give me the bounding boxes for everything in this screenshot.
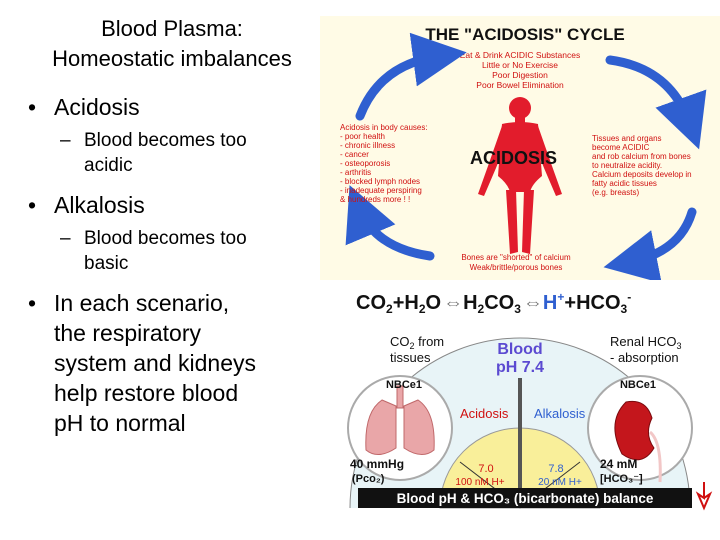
svg-text:Weak/brittle/porous bones: Weak/brittle/porous bones — [470, 263, 563, 272]
svg-text:and rob calcium from bones: and rob calcium from bones — [592, 152, 691, 161]
svg-text:Eat & Drink ACIDIC Substances: Eat & Drink ACIDIC Substances — [460, 50, 580, 60]
svg-text:Poor Digestion: Poor Digestion — [492, 70, 548, 80]
bullet-dot-icon: • — [28, 290, 37, 316]
tissues-label: tissues — [390, 350, 431, 365]
acidosis-center-label: ACIDOSIS — [470, 148, 557, 168]
cycle-arrow-icon — [355, 32, 467, 121]
svg-text:- osteoporosis: - osteoporosis — [340, 159, 390, 168]
bullet-alkalosis: •Alkalosis — [28, 192, 145, 218]
blood-ph-value: pH 7.4 — [496, 359, 544, 376]
balance-banner: Blood pH & HCO₃ (bicarbonate) balance — [397, 491, 654, 506]
acidosis-cycle-figure: THE "ACIDOSIS" CYCLE Eat & Drink ACIDIC … — [320, 16, 720, 280]
cycle-arrow-icon — [605, 55, 707, 150]
co2-from-label: CO2 from — [390, 334, 444, 351]
alk-h-value: 20 nM H+ — [538, 477, 582, 488]
svg-text:Little or No Exercise: Little or No Exercise — [482, 60, 558, 70]
svg-text:Poor Bowel Elimination: Poor Bowel Elimination — [476, 80, 564, 90]
alk-ph-value: 7.8 — [548, 463, 563, 475]
acid-h-value: 100 nM H+ — [455, 477, 504, 488]
svg-text:to neutralize acidity.: to neutralize acidity. — [592, 161, 662, 170]
renal-label: Renal HCO3 — [610, 334, 681, 351]
svg-text:become ACIDIC: become ACIDIC — [592, 143, 650, 152]
slide-title-line1: Blood Plasma: — [101, 16, 243, 41]
equation-text: CO2+H2O⇔H2CO3⇔H++HCO3- — [356, 290, 631, 316]
alkalosis-label: Alkalosis — [534, 406, 586, 421]
balance-banner-bg — [358, 488, 692, 508]
acidosis-label: Acidosis — [460, 406, 509, 421]
ph-needle — [518, 378, 522, 508]
lungs-icon — [365, 385, 435, 455]
cycle-right-effects: Tissues and organs become ACIDIC and rob… — [592, 134, 692, 197]
drain-arrow-icon — [695, 482, 713, 511]
svg-text:& hundreds more ! !: & hundreds more ! ! — [340, 195, 410, 204]
svg-text:- arthritis: - arthritis — [340, 168, 371, 177]
dash-icon: – — [60, 228, 71, 249]
bullet-dot-icon: • — [28, 94, 37, 120]
svg-text:Tissues and organs: Tissues and organs — [592, 134, 662, 143]
svg-text:Calcium deposits develop in: Calcium deposits develop in — [592, 170, 692, 179]
pco2-value: 40 mmHg — [350, 457, 404, 471]
cycle-arrow-icon — [345, 185, 435, 261]
human-body-icon — [478, 97, 562, 254]
svg-text:- chronic illness: - chronic illness — [340, 141, 395, 150]
cycle-title: THE "ACIDOSIS" CYCLE — [425, 25, 624, 44]
dash-icon: – — [60, 130, 71, 151]
cycle-left-effects: Acidosis in body causes: - poor health -… — [340, 123, 428, 204]
slide-title: Blood Plasma: Homeostatic imbalances — [22, 14, 322, 74]
acid-ph-value: 7.0 — [478, 463, 493, 475]
svg-text:fatty acidic tissues: fatty acidic tissues — [592, 179, 657, 188]
svg-text:Bones are "shorted" of calcium: Bones are "shorted" of calcium — [461, 253, 571, 262]
svg-text:- cancer: - cancer — [340, 150, 369, 159]
cycle-arrow-icon — [603, 207, 697, 280]
ph-balance-svg: CO2+H2O⇔H2CO3⇔H++HCO3- CO2 from tissues … — [347, 290, 713, 511]
nbce-left-label: NBCe1 — [386, 379, 422, 391]
svg-text:- inadequate perspiring: - inadequate perspiring — [340, 186, 422, 195]
ph-balance-figure: CO2+H2O⇔H2CO3⇔H++HCO3- CO2 from tissues … — [320, 282, 720, 540]
hco3-value: 24 mM — [600, 457, 637, 471]
svg-text:(e.g. breasts): (e.g. breasts) — [592, 188, 639, 197]
pco2-param: (Pco₂) — [352, 473, 385, 485]
bullet-scenario: • In each scenario, the respiratory syst… — [28, 290, 256, 436]
cycle-bottom-effects: Bones are "shorted" of calcium Weak/brit… — [461, 253, 571, 272]
svg-text:- blocked lymph nodes: - blocked lymph nodes — [340, 177, 420, 186]
svg-text:Acidosis in body causes:: Acidosis in body causes: — [340, 123, 428, 132]
bullet-acidosis: •Acidosis — [28, 94, 140, 120]
bullet-dot-icon: • — [28, 192, 37, 218]
absorption-label: - absorption — [610, 350, 679, 365]
nbce-right-label: NBCe1 — [620, 379, 656, 391]
acidosis-cycle-svg: THE "ACIDOSIS" CYCLE Eat & Drink ACIDIC … — [340, 25, 707, 280]
blood-label: Blood — [497, 341, 542, 358]
slide-title-line2: Homeostatic imbalances — [52, 46, 292, 71]
svg-text:- poor health: - poor health — [340, 132, 385, 141]
cycle-top-causes: Eat & Drink ACIDIC Substances Little or … — [460, 50, 580, 90]
kidney-icon — [614, 400, 662, 483]
hco3-param: [HCO₃⁻] — [600, 473, 643, 485]
